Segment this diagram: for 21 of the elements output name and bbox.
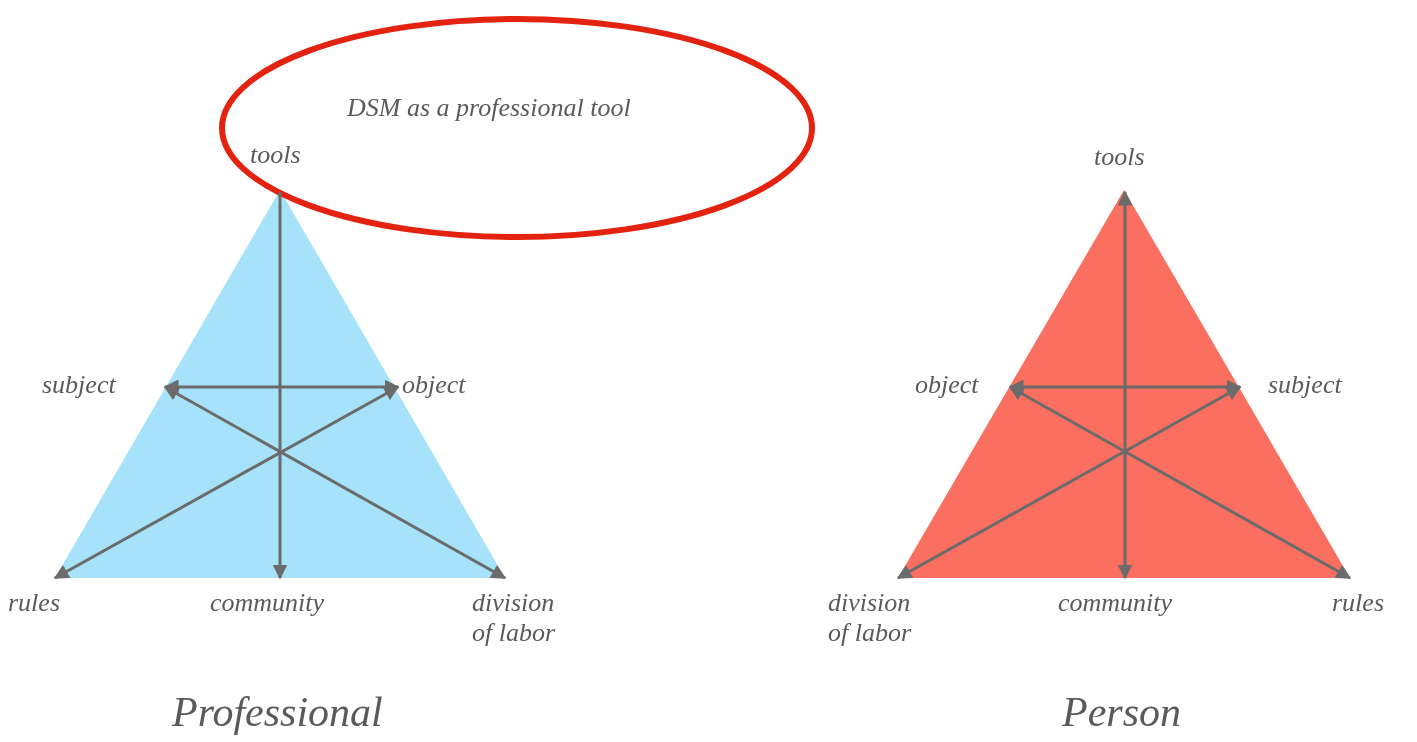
- vertex-label: division of labor: [828, 588, 933, 648]
- vertex-label: tools: [250, 140, 301, 170]
- vertex-label: division of labor: [472, 588, 577, 648]
- vertex-label: tools: [1094, 142, 1145, 172]
- vertex-label: subject: [1268, 370, 1342, 400]
- vertex-label: community: [1058, 588, 1173, 618]
- vertex-label: object: [402, 370, 466, 400]
- double-arrow: [163, 385, 507, 580]
- vertex-label: rules: [8, 588, 60, 618]
- triangle-caption: Person: [1062, 688, 1181, 736]
- double-arrow: [1008, 385, 1352, 580]
- vertex-label: subject: [42, 370, 116, 400]
- callout-text: DSM as a professional tool: [347, 93, 631, 123]
- callout-ellipse: [218, 15, 816, 241]
- triangle-caption: Professional: [172, 688, 383, 736]
- vertex-label: object: [915, 370, 979, 400]
- vertex-label: community: [210, 588, 325, 618]
- vertex-label: rules: [1332, 588, 1384, 618]
- double-arrow: [896, 385, 1242, 580]
- double-arrow: [1117, 190, 1133, 580]
- double-arrow: [53, 385, 400, 580]
